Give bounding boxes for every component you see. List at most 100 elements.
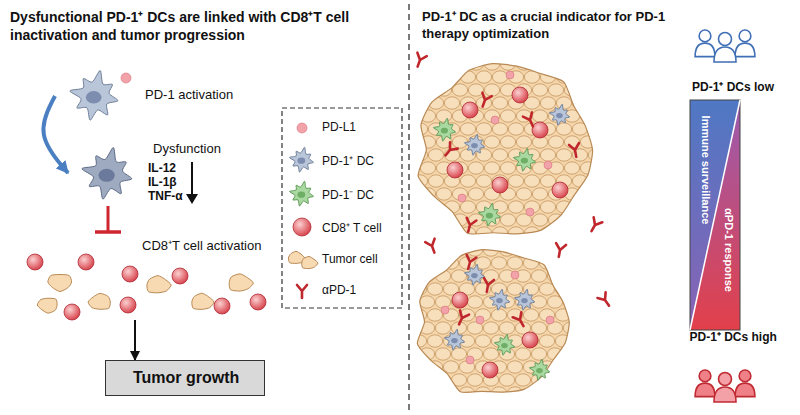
t-cell [482,362,498,378]
dendritic-cell [549,104,569,125]
antibody [478,93,492,109]
node-label: PD-1⁺ DCs low [692,78,774,95]
dendritic-cell [289,181,313,206]
tumor-cell [302,256,318,268]
dendritic-cell [70,71,118,121]
panel-title: Dysfunctional PD-1⁺ DCs are linked with … [10,8,395,44]
pd-l1-dot [506,71,514,79]
dendritic-cell [444,329,464,350]
gradient-bar-frame [690,100,740,330]
person-head [719,33,732,46]
cell-nucleus [471,143,478,148]
antibody [554,243,566,258]
cell-nucleus [297,192,305,198]
antibody [523,112,538,128]
cell-nucleus [441,128,448,134]
inhibition-bar [95,230,121,234]
person-head [739,30,751,42]
person-head [739,370,751,382]
pd-l1-dot [511,271,519,279]
antibody [442,142,458,158]
arrow-connector [134,320,136,360]
tumor-mass [404,58,603,239]
cell-nucleus [451,338,458,343]
legend-label: PD-L1 [322,120,356,134]
tumor-cell [147,276,171,293]
pd-l1-dot [476,316,484,324]
decrease-arrowhead [186,194,198,204]
person-body [735,43,755,57]
t-cell [27,254,43,270]
t-cell [120,297,136,313]
panel-title: PD-1⁺ DC as a crucial indicator for PD-1… [422,8,684,42]
dendritic-cell [514,289,534,310]
pd1-activated-dc: PD-1 activation [55,66,260,126]
dendritic-cell [289,147,313,172]
dendritic-cell [513,148,535,171]
dendritic-cell [433,118,455,141]
tumor-cell [192,293,214,309]
pd-l1-dot [458,194,466,202]
t-cell [172,268,188,284]
left-illustration [27,71,266,320]
cd8-cell-cluster: CD8⁺T cell activation [20,232,275,320]
t-cell [447,162,463,178]
t-cell [522,332,538,348]
legend-icons [288,123,317,298]
t-cell [512,87,528,103]
person-head [699,30,711,42]
dendritic-cell [529,359,549,380]
pd-l1-dot [491,116,499,124]
legend-label: Tumor cell [322,252,378,266]
node-label: PD-1⁺ DCs high [690,328,777,345]
node-label: PD-1 activation [145,87,233,102]
tumor-mass [403,244,578,399]
t-cell [214,298,230,314]
arrow-connector [43,96,68,173]
bar-label: Immune surveillance [700,116,712,225]
legend-label: CD8⁺ T cell [322,219,382,236]
cell-nucleus [521,158,528,164]
cell-nucleus [556,113,563,118]
antibody [482,278,494,293]
pd-l1-dot [441,306,449,314]
legend-label: αPD-1 [322,283,356,297]
person-body [695,383,715,397]
legend-label: PD-1⁻ DC [322,186,374,203]
dendritic-cell [82,148,132,200]
t-cell [250,294,266,310]
tumor-cell [37,298,57,313]
pd-l1-dot [526,208,534,216]
panel-divider [408,4,409,411]
gradient-bar-blue [690,100,740,330]
antibody [463,255,476,270]
tumor-cell [229,274,253,291]
antibody [297,285,307,298]
dendritic-cell [478,203,500,226]
person-body [735,383,755,397]
pd-l1-dot [297,123,307,133]
node-label: CD8⁺T cell activation [142,236,261,254]
cell-nucleus [86,91,102,103]
patient-group-high: PD-1⁺ DCs high [683,326,783,410]
antibody [455,310,470,326]
cytokine-label: TNF-α [148,189,183,203]
person-body [714,47,736,62]
dendritic-cell [464,134,484,155]
legend-frame [282,108,402,308]
antibody [413,53,427,69]
antibody [463,218,476,233]
process-box: Tumor growth [105,360,265,396]
pd-l1-dot [544,161,552,169]
t-cell [462,102,478,118]
t-cell [552,182,568,198]
t-cell [64,304,80,320]
person-head [699,370,711,382]
patient-group-low: PD-1⁺ DCs low [683,14,783,96]
t-cell [492,177,508,193]
person-body [714,387,736,402]
cell-nucleus [471,273,478,278]
person-head [719,373,732,386]
